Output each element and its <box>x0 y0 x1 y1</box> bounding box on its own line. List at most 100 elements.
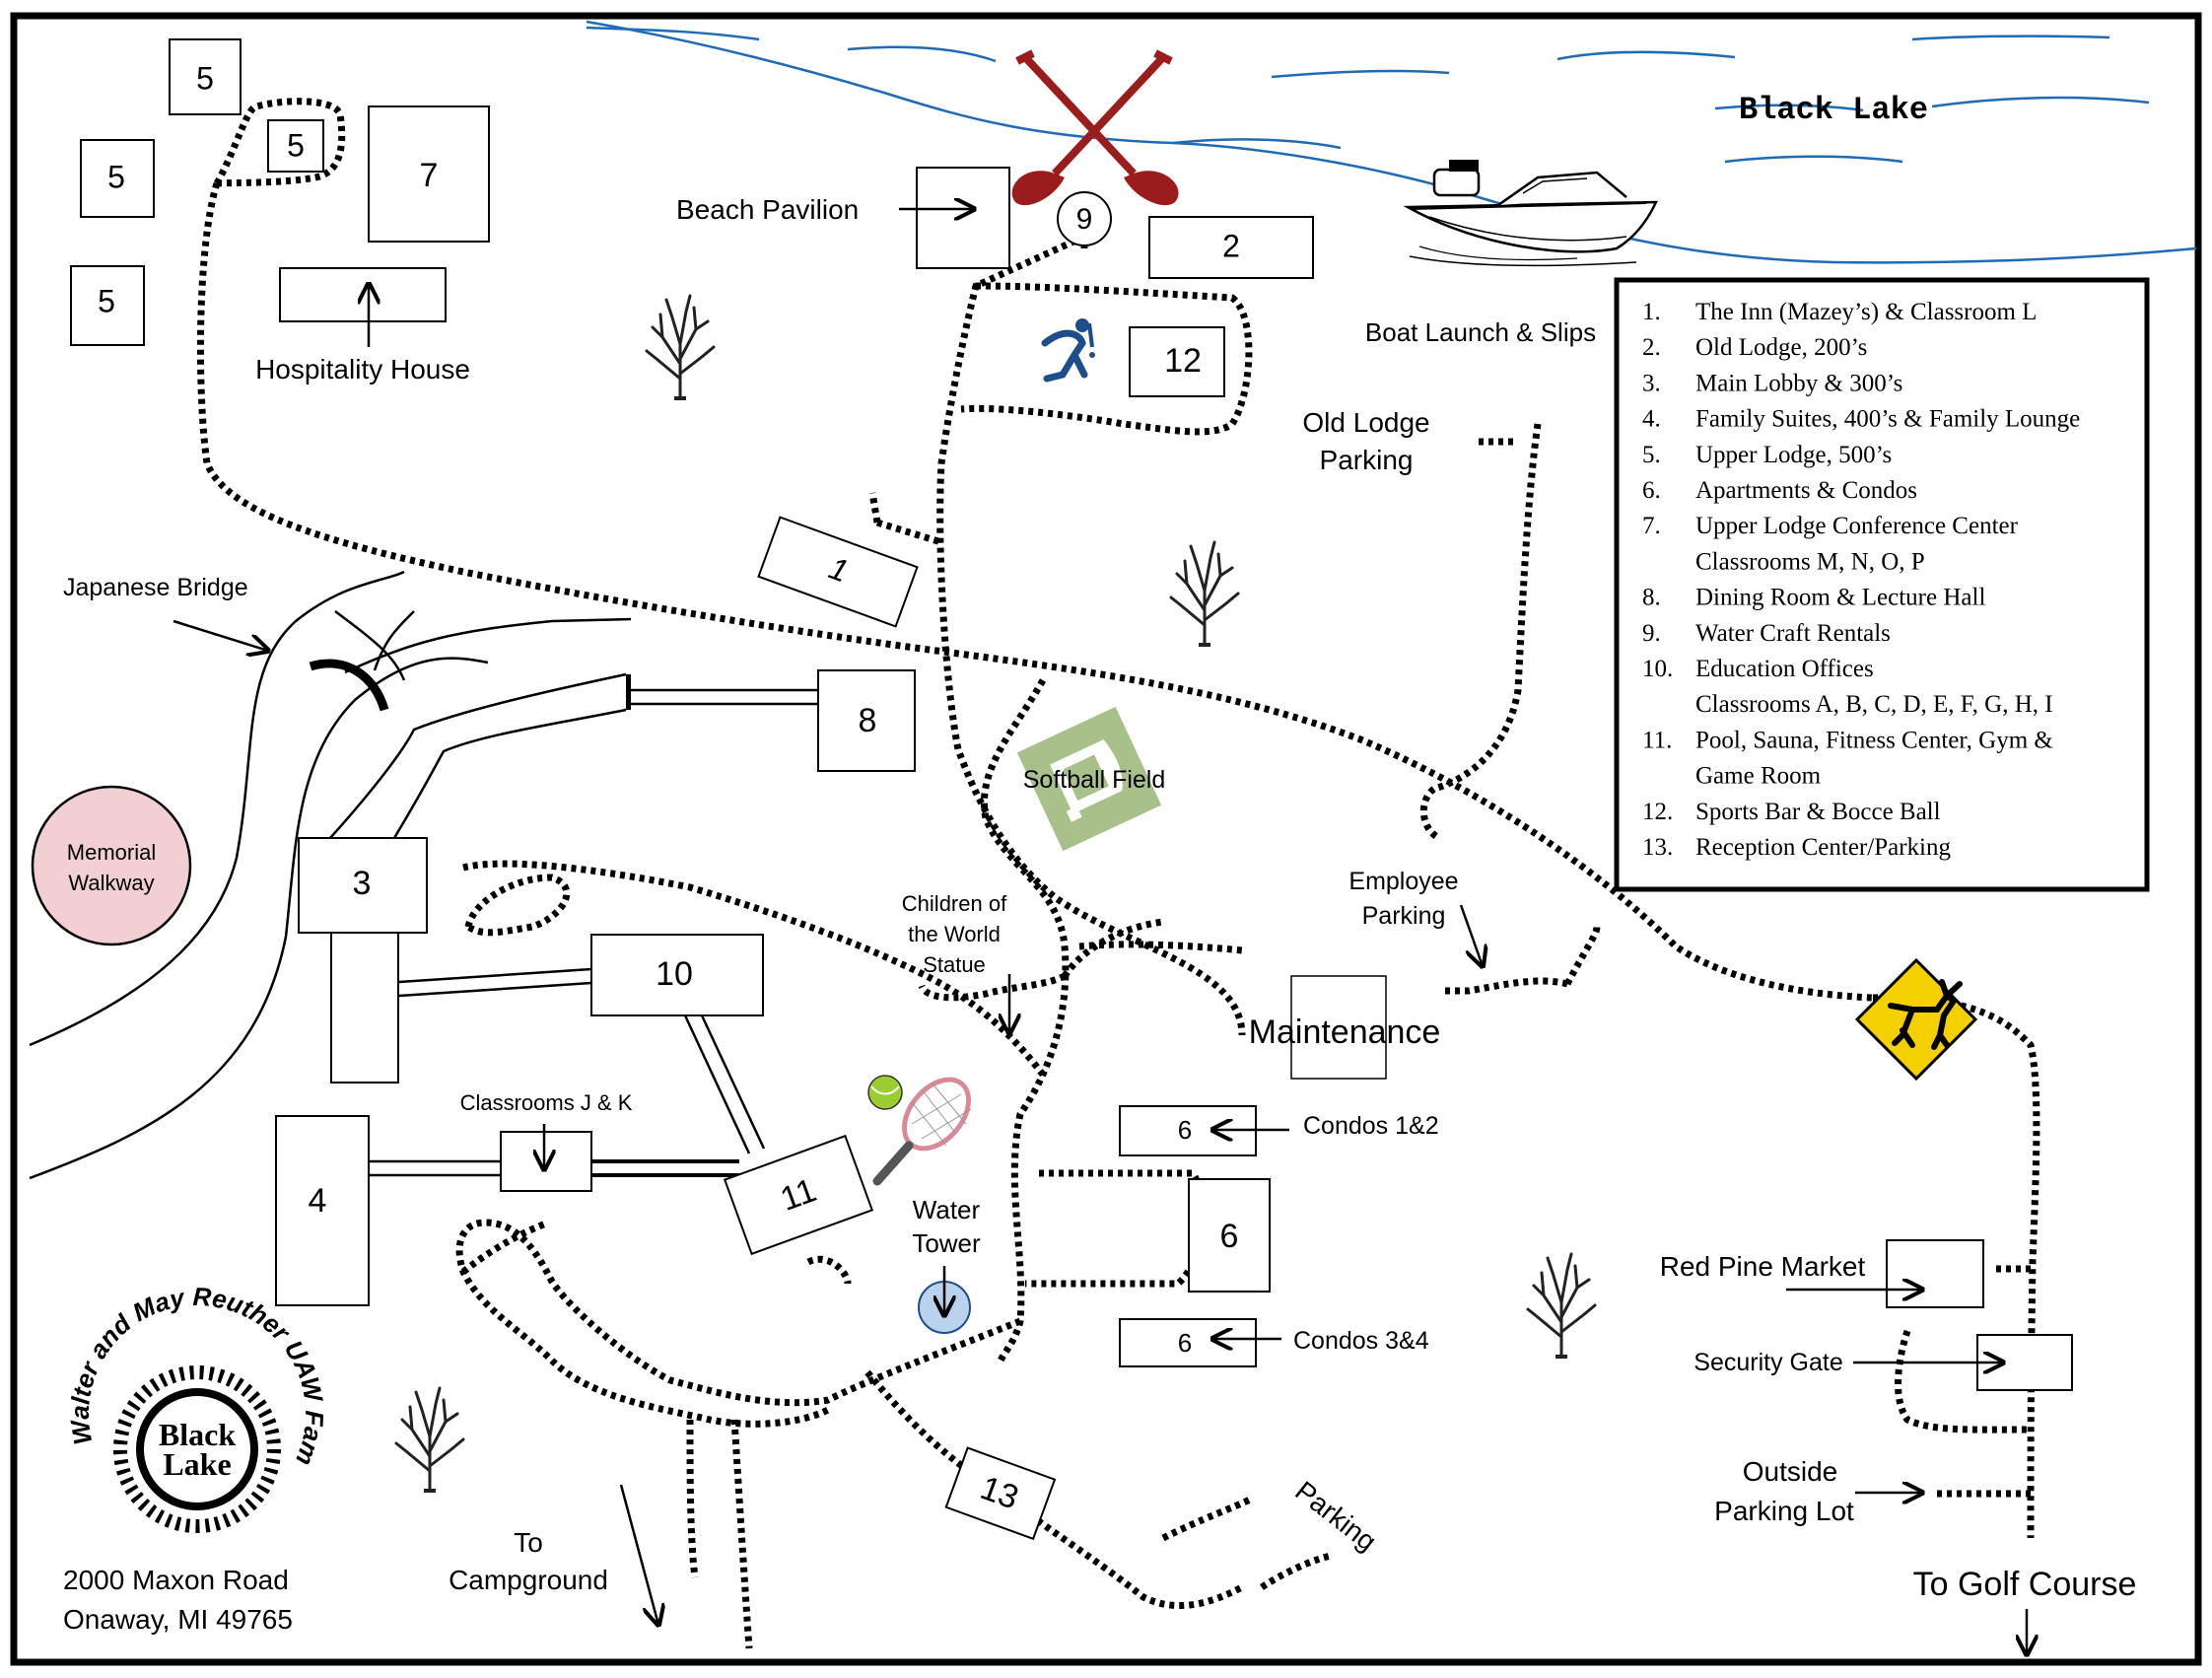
building-label: 6 <box>1220 1218 1239 1255</box>
hospitality-house-label: Hospitality House <box>255 354 470 385</box>
building-4[interactable]: 4 <box>275 1115 370 1306</box>
building-7[interactable]: 7 <box>368 105 490 243</box>
legend: 1.The Inn (Mazey’s) & Classroom L2.Old L… <box>1614 277 2150 892</box>
legend-text: Old Lodge, 200’s <box>1695 334 1867 361</box>
building-label: 10 <box>656 955 693 993</box>
building-6c[interactable]: 6 <box>1119 1318 1257 1367</box>
building-label: 5 <box>98 283 115 318</box>
bocce-player-icon[interactable] <box>1041 318 1095 383</box>
legend-text: Water Craft Rentals <box>1695 620 1891 647</box>
legend-text: The Inn (Mazey’s) & Classroom L <box>1695 299 2037 325</box>
beach-pavilion-building[interactable] <box>916 167 1010 269</box>
softball-field-label: Softball Field <box>1023 766 1166 794</box>
legend-number: 7. <box>1642 513 1661 539</box>
japanese-bridge-icon <box>309 659 389 712</box>
legend-number: 9. <box>1642 620 1661 647</box>
legend-number: 13. <box>1642 834 1673 861</box>
deer-crossing-sign-icon[interactable] <box>1854 957 1978 1082</box>
statue-label-3: Statue <box>923 952 986 977</box>
building-label: 7 <box>420 157 439 194</box>
bare-tree-icon <box>1526 1252 1597 1359</box>
statue-label-1: Children of <box>902 891 1007 916</box>
motorboat-icon[interactable] <box>1403 160 1658 267</box>
memorial-label-2: Walkway <box>68 871 154 895</box>
condos-34-label: Condos 3&4 <box>1293 1327 1429 1355</box>
legend-text: Main Lobby & 300’s <box>1695 370 1902 396</box>
legend-number: 3. <box>1642 370 1661 396</box>
building-label: 5 <box>107 159 125 194</box>
building-1[interactable]: 1 <box>757 516 919 628</box>
building-13[interactable]: 13 <box>944 1446 1057 1541</box>
legend-number: 10. <box>1642 656 1673 682</box>
building-5c[interactable]: 5 <box>267 119 324 173</box>
outside-parking-label-1: Outside <box>1743 1456 1838 1487</box>
address-line-2: Onaway, MI 49765 <box>63 1604 293 1635</box>
building-10[interactable]: 10 <box>590 934 764 1016</box>
building-6b[interactable]: 6 <box>1188 1178 1271 1293</box>
legend-number: 4. <box>1642 406 1661 433</box>
red-pine-market-label: Red Pine Market <box>1660 1251 1866 1282</box>
legend-text: Education Offices <box>1695 656 1874 682</box>
building-3[interactable]: 3 <box>298 837 428 1084</box>
legend-text: Family Suites, 400’s & Family Lounge <box>1695 406 2080 433</box>
red-pine-market-building[interactable] <box>1886 1239 1984 1308</box>
building-label: 8 <box>859 702 877 739</box>
memorial-walkway[interactable]: Memorial Walkway <box>31 785 192 946</box>
legend-text: Classrooms A, B, C, D, E, F, G, H, I <box>1695 691 2053 718</box>
building-label: 12 <box>1164 342 1202 380</box>
water-tower-label-2: Tower <box>912 1228 981 1258</box>
legend-text: Sports Bar & Bocce Ball <box>1695 799 1941 825</box>
condos-12-label: Condos 1&2 <box>1303 1112 1439 1140</box>
campground-label-2: Campground <box>449 1565 608 1595</box>
legend-number: 8. <box>1642 585 1661 611</box>
old-lodge-parking-label-1: Old Lodge <box>1302 407 1429 438</box>
baseball-diamond-icon[interactable] <box>1016 706 1162 852</box>
parking-label: Parking <box>1289 1475 1382 1557</box>
building-label: 3 <box>353 865 372 902</box>
walking-paths <box>196 98 2040 1649</box>
roads <box>29 570 489 1180</box>
classrooms-jk-building[interactable] <box>500 1131 592 1192</box>
security-gate-label: Security Gate <box>1694 1349 1842 1376</box>
hospitality-house-building[interactable] <box>279 267 447 322</box>
building-2[interactable]: 2 <box>1148 216 1314 279</box>
legend-number: 5. <box>1642 442 1661 468</box>
legend-text: Dining Room & Lecture Hall <box>1695 585 1985 611</box>
building-5a[interactable]: 5 <box>169 38 242 115</box>
building-label: 4 <box>309 1182 327 1220</box>
legend-text: Reception Center/Parking <box>1695 834 1951 861</box>
boat-launch-label: Boat Launch & Slips <box>1365 317 1596 347</box>
bare-tree-icon <box>645 294 716 400</box>
bare-tree-icon <box>394 1386 465 1493</box>
maintenance-building[interactable] <box>1290 975 1387 1080</box>
outside-parking-label-2: Parking Lot <box>1714 1496 1854 1526</box>
legend-text: Classrooms M, N, O, P <box>1695 548 1925 575</box>
campground-label-1: To <box>514 1527 543 1558</box>
tennis-racket-icon[interactable] <box>867 1068 982 1186</box>
building-11[interactable]: 11 <box>723 1134 874 1256</box>
building-12[interactable]: 12 <box>1129 326 1225 397</box>
map-frame <box>10 12 2202 1666</box>
lake-shoreline <box>586 20 2197 264</box>
legend-text: Pool, Sauna, Fitness Center, Gym & <box>1695 727 2053 753</box>
building-8[interactable]: 8 <box>817 669 916 772</box>
legend-text: Upper Lodge, 500’s <box>1695 442 1892 468</box>
old-lodge-parking-label-2: Parking <box>1320 445 1414 475</box>
memorial-label-1: Memorial <box>67 840 156 865</box>
building-9[interactable]: 9 <box>1057 191 1112 246</box>
legend-number: 6. <box>1642 477 1661 504</box>
crossed-oars-icon[interactable] <box>1011 49 1179 206</box>
building-5d[interactable]: 5 <box>70 265 145 346</box>
legend-number: 2. <box>1642 334 1661 361</box>
building-5b[interactable]: 5 <box>80 139 155 218</box>
maintenance-label: Maintenance <box>1249 1014 1441 1051</box>
lake-name: Black Lake <box>1739 92 1928 128</box>
legend-number: 11. <box>1642 727 1672 753</box>
japanese-bridge-label: Japanese Bridge <box>63 574 248 601</box>
beach-pavilion-label: Beach Pavilion <box>676 194 859 225</box>
building-label: 9 <box>1076 203 1093 236</box>
classrooms-jk-label: Classrooms J & K <box>460 1090 633 1115</box>
legend-number: 12. <box>1642 799 1673 825</box>
building-label: 5 <box>287 127 305 163</box>
